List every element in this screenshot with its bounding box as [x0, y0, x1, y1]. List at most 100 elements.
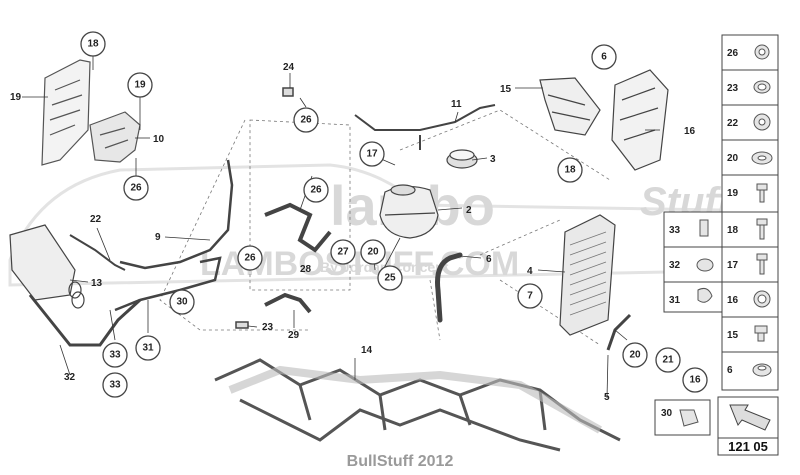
legend-26: 26 [727, 48, 739, 59]
callout-6-b: 7 [517, 283, 543, 309]
label-4: 5 [604, 392, 610, 403]
label-3: 4 [527, 266, 533, 277]
clamp-icon-16 [753, 290, 771, 308]
svg-text:27: 27 [337, 247, 349, 258]
arrow-icon [729, 404, 771, 431]
part-24-fitting [235, 321, 249, 329]
part-10-hose [354, 104, 496, 150]
svg-text:33: 33 [109, 380, 121, 391]
legend-23: 23 [727, 83, 739, 94]
svg-text:26: 26 [310, 185, 322, 196]
screw-icon-15 [754, 325, 768, 342]
part-8-panel [41, 59, 91, 166]
svg-text:33: 33 [109, 350, 121, 361]
part-9-bracket [89, 111, 141, 163]
label-25: 24 [283, 62, 295, 73]
legend-20: 20 [727, 153, 739, 164]
part-code-box: 121 05 [718, 404, 778, 454]
bolt-icon-18 [756, 218, 768, 240]
legend-table [654, 34, 779, 456]
svg-text:17: 17 [366, 149, 378, 160]
svg-text:6: 6 [601, 52, 607, 63]
bolt-icon-17 [756, 253, 768, 275]
callout-22: 26 [123, 175, 149, 201]
svg-text:21: 21 [662, 355, 674, 366]
label-1: 2 [466, 205, 472, 216]
part-7-hose [114, 159, 234, 312]
footer-text: BullStuff 2012 [347, 453, 454, 470]
callout-32: 33 [102, 342, 128, 368]
part-code: 121 05 [728, 439, 768, 454]
part-29-pipe [28, 294, 142, 347]
plain-labels: 19 10 9 22 13 32 24 28 23 29 11 3 2 15 1… [10, 62, 696, 403]
legend-30: 30 [661, 408, 673, 419]
callout-30: 30 [169, 289, 195, 315]
label-5: 6 [486, 254, 492, 265]
washer-icon-22 [753, 113, 771, 131]
label-11: 13 [91, 278, 103, 289]
svg-text:7: 7 [527, 291, 533, 302]
label-14: 16 [684, 126, 696, 137]
part-3-radiator [559, 214, 616, 336]
legend-17: 17 [727, 260, 739, 271]
label-29: 32 [64, 372, 76, 383]
svg-text:30: 30 [176, 297, 188, 308]
grommet-icon-6 [752, 363, 772, 377]
clip-icon-31 [697, 288, 713, 303]
part-13-duct [539, 77, 601, 136]
label-28: 29 [288, 330, 300, 341]
callout-31: 31 [135, 335, 161, 361]
legend-16: 16 [727, 295, 739, 306]
clamp-icon-23 [753, 80, 771, 94]
clip-icon-30 [679, 409, 699, 427]
label-27: 28 [300, 264, 312, 275]
legend-19: 19 [727, 188, 739, 199]
bolt-icon-19 [756, 183, 768, 203]
callout-26-b: 26 [303, 177, 329, 203]
clamp-icon-26 [754, 44, 770, 60]
legend-22: 22 [727, 118, 739, 129]
svg-text:26: 26 [244, 253, 256, 264]
legend-icons [679, 44, 773, 427]
callout-33: 33 [102, 372, 128, 398]
label-24: 23 [262, 322, 274, 333]
clip-icon-33 [699, 219, 709, 237]
callout-19: 20 [622, 342, 648, 368]
part-4-hose [606, 313, 632, 351]
callout-16-b: 18 [557, 157, 583, 183]
circled-callouts: 18 19 26 26 17 6 18 26 26 27 20 25 30 31… [80, 31, 708, 398]
callout-20: 21 [655, 347, 681, 373]
washer-icon-20 [751, 151, 773, 165]
callout-18-a: 19 [127, 72, 153, 98]
part-2-cap [446, 149, 478, 169]
label-2: 3 [490, 154, 496, 165]
callout-26-c: 26 [237, 245, 263, 271]
part-21-pipe [69, 234, 126, 271]
callout-17: 18 [80, 31, 106, 57]
callout-6-a: 6 [591, 44, 617, 70]
label-13: 15 [500, 84, 512, 95]
svg-text:26: 26 [130, 183, 142, 194]
callout-23: 25 [377, 265, 403, 291]
svg-text:18: 18 [87, 39, 99, 50]
legend-18: 18 [727, 225, 739, 236]
legend-15: 15 [727, 330, 739, 341]
callout-16-a: 17 [359, 141, 385, 167]
part-28-hose [264, 292, 312, 314]
part-5-hose [435, 252, 463, 323]
svg-text:20: 20 [629, 350, 641, 361]
legend-31: 31 [669, 295, 681, 306]
callout-26-d: 27 [330, 239, 356, 265]
part-14-duct [611, 69, 669, 171]
part-11-cooler [9, 224, 85, 309]
label-12: 14 [361, 345, 373, 356]
clamp-icon-32 [696, 258, 714, 272]
leader-lines [22, 56, 660, 399]
label-9: 10 [153, 134, 165, 145]
svg-text:25: 25 [384, 273, 396, 284]
callout-15: 16 [682, 367, 708, 393]
legend-labels: 26 23 22 20 19 18 17 16 15 6 33 32 31 30 [661, 48, 739, 419]
part-1-tank [379, 184, 439, 239]
part-12-outline [228, 365, 602, 434]
